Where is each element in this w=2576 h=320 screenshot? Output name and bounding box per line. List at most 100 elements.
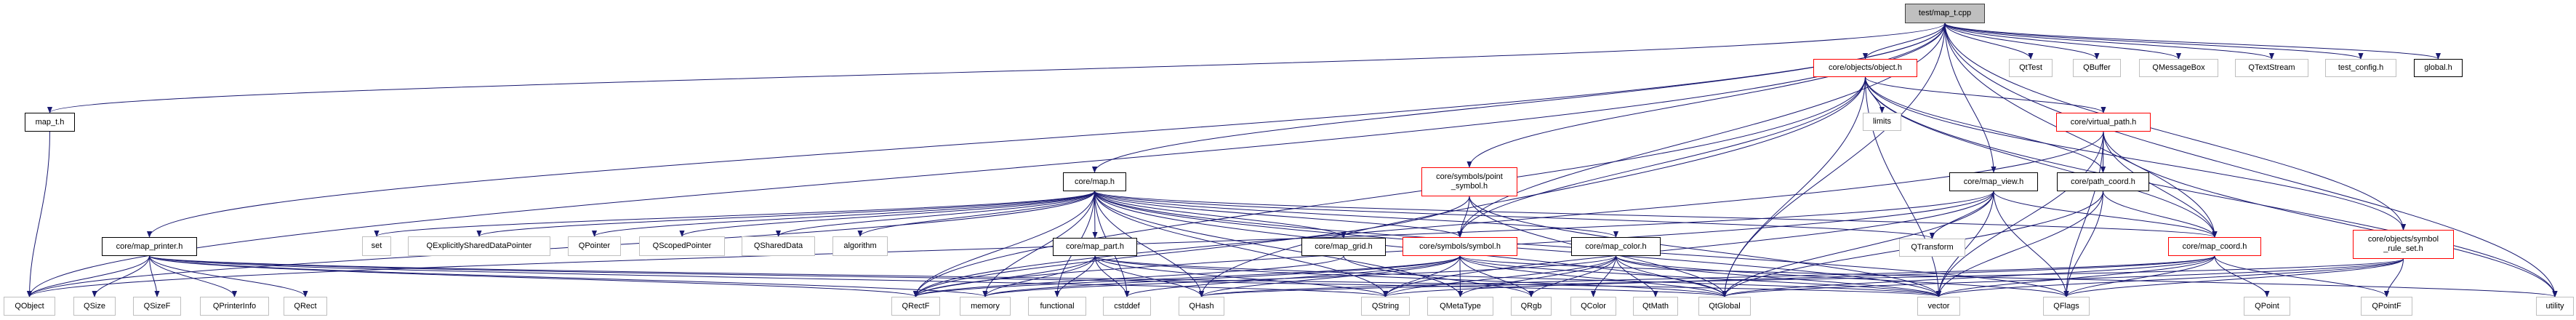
graph-node-path-coord-h[interactable]: core/path_coord.h <box>2057 172 2149 191</box>
edge-map_printer_h-to-QPrinterInfo <box>149 255 238 297</box>
edge-symbol_h-to-utility <box>1459 255 2557 297</box>
edge-symbol_h-to-QHash <box>1199 255 1461 297</box>
edge-virtual_path_h-to-QFlags <box>2063 131 2104 297</box>
edge-point_symbol_h-to-symbol_h <box>1457 196 1470 238</box>
graph-node-qtextstream: QTextStream <box>2235 59 2308 77</box>
edge-symbol_h-to-QRgb <box>1459 255 1534 297</box>
graph-node-set: set <box>362 236 391 256</box>
graph-node-qrectf: QRectF <box>891 297 940 316</box>
edge-map_coord_h-to-vector <box>1936 255 2215 297</box>
graph-node-symbol-h[interactable]: core/symbols/symbol.h <box>1403 237 1517 256</box>
graph-node-map-part-h[interactable]: core/map_part.h <box>1053 238 1137 256</box>
edge-map_view_h-to-QtGlobal <box>1722 191 1994 297</box>
edge-map_t_h-to-QObject <box>26 131 50 297</box>
edge-map_part_h-to-functional <box>1054 255 1096 297</box>
edge-map_grid_h-to-QRgb <box>1343 255 1534 297</box>
edge-object_h-to-virtual_path_h <box>1865 76 2106 113</box>
edge-root-to-QMessageBox <box>1944 23 2181 60</box>
graph-node-qtmath: QtMath <box>1633 297 1678 316</box>
edge-map_color_h-to-QMetaType <box>1457 255 1616 297</box>
edge-object_h-to-vector <box>1865 76 1942 297</box>
edge-map_color_h-to-QtGlobal <box>1616 255 1728 297</box>
edge-symbol_h-to-QtGlobal <box>1459 255 1728 297</box>
graph-node-qobject: QObject <box>4 297 55 316</box>
graph-node-global-h[interactable]: global.h <box>2414 59 2463 77</box>
edge-symbol_rule_set_h-to-QHash <box>1199 258 2404 297</box>
edge-map_h-to-QScopedPointer <box>679 191 1095 237</box>
edge-map_h-to-set <box>374 191 1095 237</box>
edge-map_printer_h-to-QObject <box>26 255 150 297</box>
edge-object_h-to-QtGlobal <box>1722 76 1866 297</box>
edge-map_view_h-to-QTransform <box>1929 191 1994 239</box>
edge-map_part_h-to-QHash <box>1094 255 1205 297</box>
graph-node-map-grid-h[interactable]: core/map_grid.h <box>1301 238 1386 256</box>
graph-node-object-h[interactable]: core/objects/object.h <box>1813 59 1917 77</box>
edge-root-to-QtTest <box>1944 23 2034 60</box>
graph-node-utility: utility <box>2536 297 2574 316</box>
graph-node-qscopedpointer: QScopedPointer <box>639 236 725 256</box>
graph-node-qmetatype: QMetaType <box>1427 297 1493 316</box>
edge-map_coord_h-to-QHash <box>1199 255 2215 297</box>
edge-symbol_h-to-QRectF <box>913 255 1461 297</box>
graph-node-virtual-path-h[interactable]: core/virtual_path.h <box>2056 113 2151 132</box>
edge-map_coord_h-to-QPointF <box>2214 255 2390 297</box>
edge-symbol_rule_set_h-to-QFlags <box>2063 258 2404 297</box>
graph-node-qrect: QRect <box>284 297 327 316</box>
edge-map_h-to-QMetaType <box>1094 191 1464 297</box>
edge-map_coord_h-to-QPoint <box>2214 255 2270 297</box>
edge-root-to-symbol_rule_set_h <box>1944 23 2407 231</box>
edge-map_part_h-to-memory <box>982 255 1096 297</box>
graph-node-memory: memory <box>960 297 1011 316</box>
edge-virtual_path_h-to-utility <box>2103 131 2558 297</box>
graph-node-qrgb: QRgb <box>1511 297 1552 316</box>
graph-node-qpointf: QPointF <box>2361 297 2412 316</box>
edge-object_h-to-symbol_h <box>1457 76 1866 238</box>
graph-node-qexplicitlyshareddatapointer: QExplicitlySharedDataPointer <box>408 236 550 256</box>
graph-node-symbol-rule-set-h[interactable]: core/objects/symbol _rule_set.h <box>2353 230 2454 259</box>
graph-node-map-color-h[interactable]: core/map_color.h <box>1571 237 1661 256</box>
edge-map_h-to-QObject <box>27 191 1095 297</box>
edge-map_h-to-QHash <box>1094 191 1205 297</box>
graph-node-qtransform: QTransform <box>1899 239 1965 257</box>
edge-object_h-to-QRectF <box>913 76 1866 297</box>
edge-object_h-to-QHash <box>1198 76 1866 297</box>
edge-map_printer_h-to-QString <box>149 255 1388 297</box>
edge-map_color_h-to-QColor <box>1590 255 1616 297</box>
graph-node-map-h[interactable]: core/map.h <box>1063 172 1126 191</box>
graph-node-qshareddata: QSharedData <box>742 236 815 256</box>
edge-map_printer_h-to-QRect <box>149 255 308 297</box>
edge-object_h-to-symbol_rule_set_h <box>1865 76 2407 231</box>
graph-node-qsize: QSize <box>73 297 116 316</box>
edge-map_view_h-to-QFlags <box>1993 191 2069 297</box>
graph-node-qmessagebox: QMessageBox <box>2139 59 2218 77</box>
graph-node-root[interactable]: test/map_t.cpp <box>1905 4 1985 23</box>
edge-map_printer_h-to-memory <box>149 255 988 297</box>
graph-node-test-config-h: test_config.h <box>2325 59 2396 77</box>
edge-symbol_rule_set_h-to-QtGlobal <box>1722 258 2404 297</box>
edge-map_part_h-to-vector <box>1094 255 1941 297</box>
edge-map_part_h-to-QtGlobal <box>1094 255 1728 297</box>
graph-node-qtglobal: QtGlobal <box>1698 297 1751 316</box>
edge-map_view_h-to-vector <box>1935 191 1994 297</box>
edge-symbol_h-to-QString <box>1382 255 1461 297</box>
edge-map_color_h-to-QRgb <box>1528 255 1616 297</box>
graph-node-map-coord-h[interactable]: core/map_coord.h <box>2168 237 2261 256</box>
edge-map_view_h-to-QObject <box>27 191 1994 297</box>
edge-root-to-map_view_h <box>1944 23 1997 173</box>
graph-node-point-symbol-h[interactable]: core/symbols/point _symbol.h <box>1421 167 1517 196</box>
graph-node-vector: vector <box>1917 297 1960 316</box>
graph-node-map-view-h[interactable]: core/map_view.h <box>1949 172 2038 191</box>
edge-map_view_h-to-map_coord_h <box>1993 191 2218 238</box>
edge-map_h-to-QTransform <box>1094 191 1935 239</box>
graph-node-map-printer-h[interactable]: core/map_printer.h <box>102 237 197 256</box>
edge-map_coord_h-to-QFlags <box>2063 255 2215 297</box>
graph-node-qsizef: QSizeF <box>133 297 181 316</box>
edge-root-to-QTextStream <box>1944 23 2274 60</box>
graph-node-qstring: QString <box>1361 297 1410 316</box>
graph-node-cstddef: cstddef <box>1103 297 1151 316</box>
edge-root-to-map_t_h <box>47 23 1946 113</box>
graph-node-map-t-h[interactable]: map_t.h <box>25 113 75 132</box>
graph-node-qhash: QHash <box>1179 297 1224 316</box>
graph-node-qttest: QtTest <box>2009 59 2053 77</box>
